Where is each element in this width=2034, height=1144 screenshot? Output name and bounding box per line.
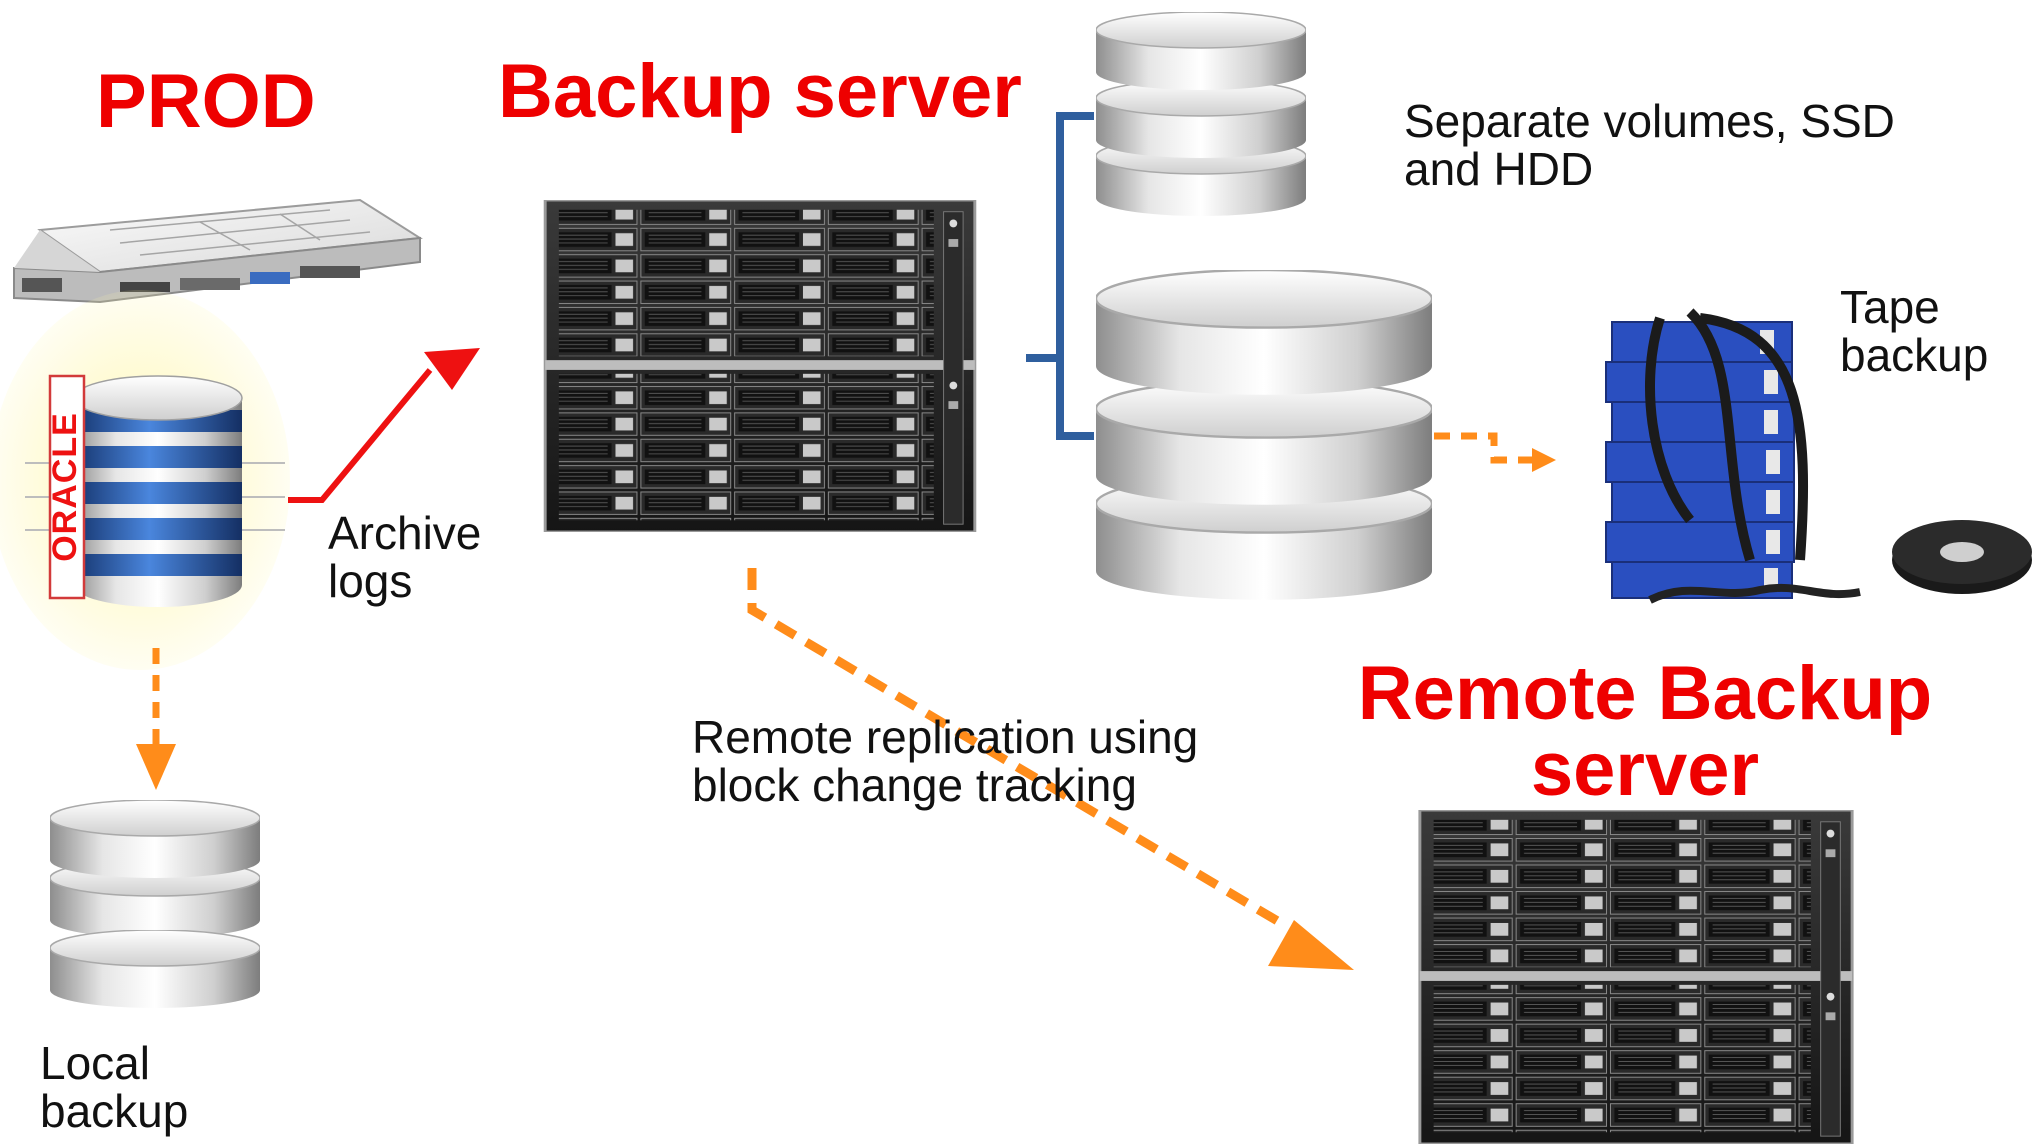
archive-logs-arrow bbox=[288, 348, 480, 503]
local-backup-disk-icon bbox=[50, 800, 260, 1009]
local-backup-label: Local backup bbox=[40, 1037, 189, 1137]
backup-server-icon bbox=[543, 200, 977, 532]
oracle-logo-text: ORACLE bbox=[46, 412, 84, 562]
local-backup-arrow bbox=[136, 648, 176, 790]
tape-backup-icon bbox=[1605, 308, 2032, 604]
separate-volumes-label: Separate volumes, SSD and HDD bbox=[1404, 95, 1895, 195]
prod-server-icon bbox=[13, 198, 423, 304]
remote-backup-server-icon bbox=[1418, 810, 1854, 1144]
hdd-volume-disk-icon bbox=[1096, 270, 1432, 601]
prod-title: PROD bbox=[96, 59, 316, 144]
oracle-database-icon: ORACLE bbox=[0, 290, 290, 670]
tape-backup-label: Tape backup bbox=[1840, 281, 1989, 381]
remote-backup-server-title: Remote Backup server bbox=[1357, 651, 1933, 812]
archive-logs-label: Archive logs bbox=[328, 507, 482, 607]
oracle-logo-icon bbox=[48, 374, 86, 600]
volume-connector-line bbox=[1026, 112, 1094, 440]
ssd-volume-disk-icon bbox=[1096, 12, 1306, 217]
remote-replication-label: Remote replication using block change tr… bbox=[692, 711, 1199, 811]
backup-server-title: Backup server bbox=[498, 49, 1022, 134]
tape-backup-arrow bbox=[1434, 432, 1556, 472]
remote-replication-arrow bbox=[747, 568, 1354, 970]
